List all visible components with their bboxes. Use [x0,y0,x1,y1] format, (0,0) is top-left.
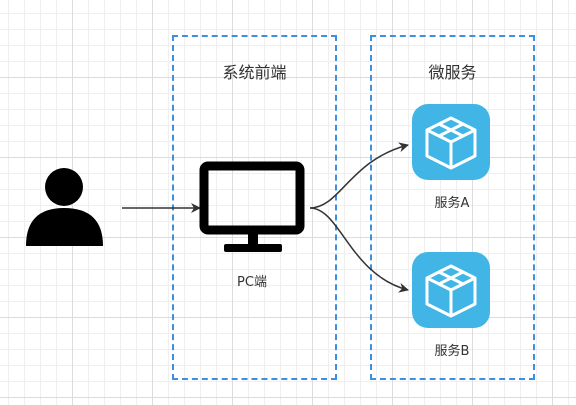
service-b-cube-icon[interactable] [412,252,490,328]
pc-label: PC端 [237,275,267,290]
service-b-label: 服务B [434,344,470,359]
microservice-group-title: 微服务 [428,63,477,82]
service-a-cube-icon[interactable] [412,104,490,180]
frontend-group-title: 系统前端 [222,63,287,82]
edge-pc-to-service-a[interactable] [309,142,409,209]
service-a-label: 服务A [434,196,470,211]
user-icon[interactable] [26,168,103,246]
monitor-icon[interactable] [199,161,305,252]
edge-pc-to-service-b[interactable] [309,207,409,293]
microservice-group[interactable]: 微服务 [370,35,535,380]
